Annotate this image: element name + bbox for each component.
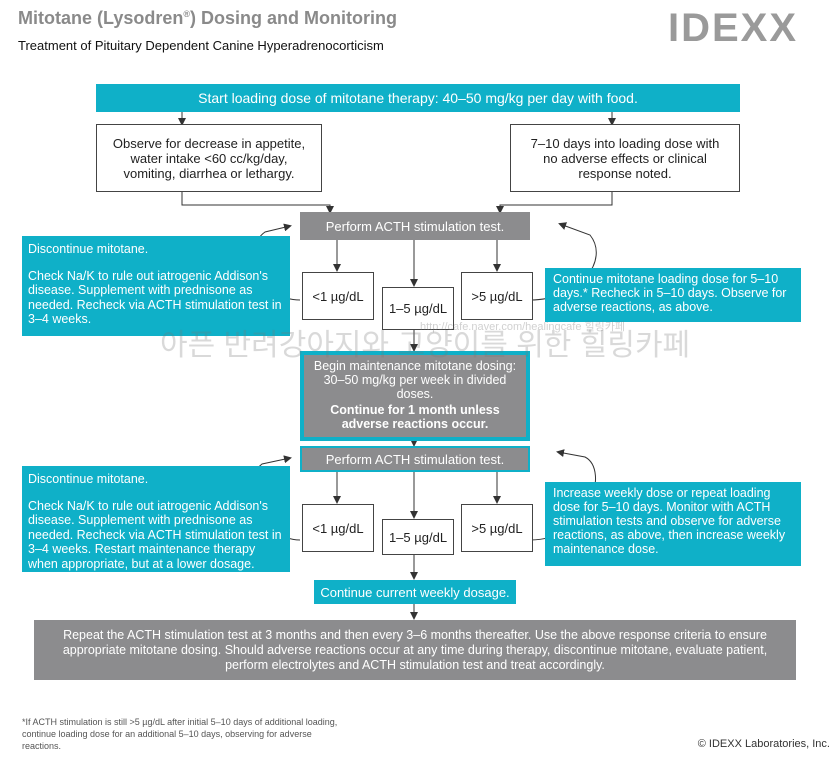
discontinue-box-1: Discontinue mitotane. Check Na/K to rule… xyxy=(22,236,290,336)
discontinue-detail-2: Check Na/K to rule out iatrogenic Addiso… xyxy=(28,498,282,571)
discontinue-box-2: Discontinue mitotane. Check Na/K to rule… xyxy=(22,466,290,572)
result-low-1: <1 µg/dL xyxy=(302,272,374,320)
acth-test-box-1: Perform ACTH stimulation test. xyxy=(300,212,530,240)
continue-loading-box: Continue mitotane loading dose for 5–10 … xyxy=(545,268,801,322)
maintenance-dosing: Begin maintenance mitotane dosing: 30–50… xyxy=(313,359,517,401)
start-loading-box: Start loading dose of mitotane therapy: … xyxy=(96,84,740,112)
maintenance-frame: Begin maintenance mitotane dosing: 30–50… xyxy=(300,351,530,441)
result-high-2: >5 µg/dL xyxy=(461,504,533,552)
footnote: *If ACTH stimulation is still >5 µg/dL a… xyxy=(22,717,338,751)
copyright: © IDEXX Laboratories, Inc. xyxy=(697,738,830,750)
repeat-test-box: Repeat the ACTH stimulation test at 3 mo… xyxy=(34,620,796,680)
result-mid-2: 1–5 µg/dL xyxy=(382,519,454,555)
watermark-url: http://cafe.naver.com/healingcafe 힐링카페 xyxy=(420,321,625,333)
discontinue-detail-1: Check Na/K to rule out iatrogenic Addiso… xyxy=(28,268,282,327)
discontinue-title-1: Discontinue mitotane. xyxy=(28,242,149,256)
result-high-1: >5 µg/dL xyxy=(461,272,533,320)
arrow-observe-right xyxy=(496,192,613,214)
result-low-2: <1 µg/dL xyxy=(302,504,374,552)
watermark-text: 아픈 반려강아지와 고양이를 위한 힐링카페 xyxy=(160,329,691,362)
increase-dose-box: Increase weekly dose or repeat loading d… xyxy=(545,482,801,566)
result-mid-1: 1–5 µg/dL xyxy=(382,287,454,330)
acth-frame-2: Perform ACTH stimulation test. xyxy=(300,446,530,472)
maintenance-box: Begin maintenance mitotane dosing: 30–50… xyxy=(304,355,526,437)
no-response-box: 7–10 days into loading dose with no adve… xyxy=(510,124,740,192)
maintenance-continue: Continue for 1 month unless adverse reac… xyxy=(330,403,500,431)
page-title: Mitotane (Lysodren®) Dosing and Monitori… xyxy=(18,8,397,28)
arrow-observe-left xyxy=(181,192,334,214)
observe-adverse-box: Observe for decrease in appetite, water … xyxy=(96,124,322,192)
acth-test-box-2: Perform ACTH stimulation test. xyxy=(302,448,528,470)
page-subtitle: Treatment of Pituitary Dependent Canine … xyxy=(18,38,384,53)
idexx-logo: IDEXX xyxy=(668,6,799,50)
discontinue-title-2: Discontinue mitotane. xyxy=(28,472,149,486)
continue-dosage-box: Continue current weekly dosage. xyxy=(314,580,516,604)
